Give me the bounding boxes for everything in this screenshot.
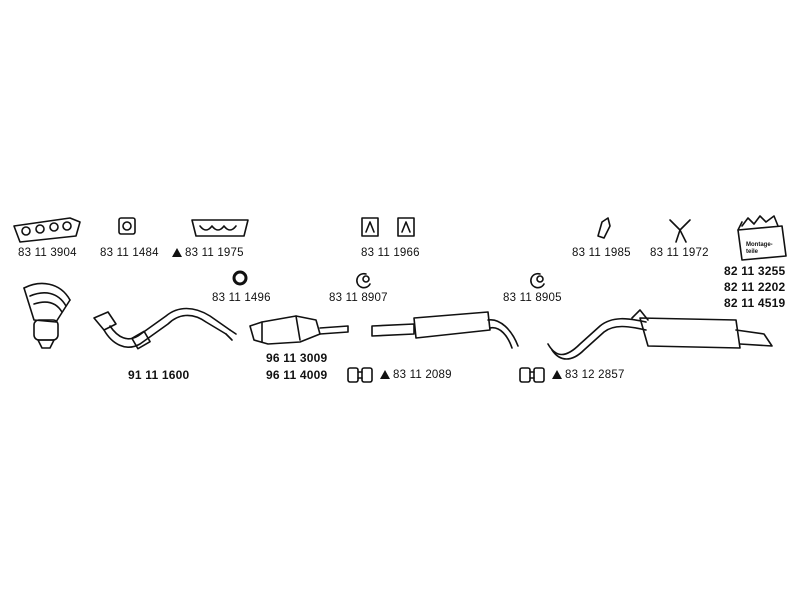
manifold-part-icon — [191, 219, 249, 237]
part-label-clamp-ring-b: 83 11 8905 — [503, 292, 562, 304]
hanger-icon — [597, 217, 611, 239]
middle-silencer-icon — [371, 311, 519, 349]
front-pipe-icon — [93, 307, 237, 350]
part-label-clamp-ring-a: 83 11 8907 — [329, 292, 388, 304]
kit-box-label: Montage-teile — [746, 242, 773, 255]
part-label-catalyst-1: 96 11 3009 — [266, 351, 328, 365]
part-label-brackets: 83 11 1966 — [361, 247, 420, 259]
triangle-icon — [172, 248, 182, 257]
manifold-gasket-icon — [13, 217, 81, 243]
part-label-front-pipe: 91 11 1600 — [128, 368, 190, 382]
clamp-ring-icon-b — [530, 272, 545, 289]
part-label-hanger: 83 11 1985 — [572, 247, 631, 259]
flange-gasket-icon — [118, 217, 136, 235]
triangle-icon — [552, 370, 562, 379]
part-label-double-clamp-b: 83 12 2857 — [552, 369, 625, 381]
mounting-kit-box-icon — [737, 215, 787, 261]
catalytic-converter-icon — [249, 315, 349, 345]
part-label-manifold-gasket: 83 11 3904 — [18, 247, 77, 259]
part-label-kit-3: 82 11 4519 — [724, 296, 786, 310]
part-label-rubber-ring: 83 11 1496 — [212, 292, 271, 304]
part-label-manifold-part: 83 11 1975 — [172, 247, 244, 259]
rear-silencer-icon — [547, 309, 773, 360]
part-label-kit-2: 82 11 2202 — [724, 280, 786, 294]
part-label-y-hanger: 83 11 1972 — [650, 247, 709, 259]
clamp-ring-icon-a — [356, 272, 371, 289]
rubber-ring-icon — [232, 270, 248, 286]
y-hanger-icon — [669, 219, 691, 243]
double-clamp-icon-b — [519, 367, 545, 383]
part-label-catalyst-2: 96 11 4009 — [266, 368, 328, 382]
part-label-double-clamp-a: 83 11 2089 — [380, 369, 452, 381]
double-clamp-icon-a — [347, 367, 373, 383]
manifold-catalyst-icon — [23, 282, 71, 349]
part-label-kit-1: 82 11 3255 — [724, 264, 786, 278]
triangle-icon — [380, 370, 390, 379]
bracket-icon-b — [397, 217, 415, 237]
bracket-icon-a — [361, 217, 379, 237]
part-label-flange-gasket: 83 11 1484 — [100, 247, 159, 259]
